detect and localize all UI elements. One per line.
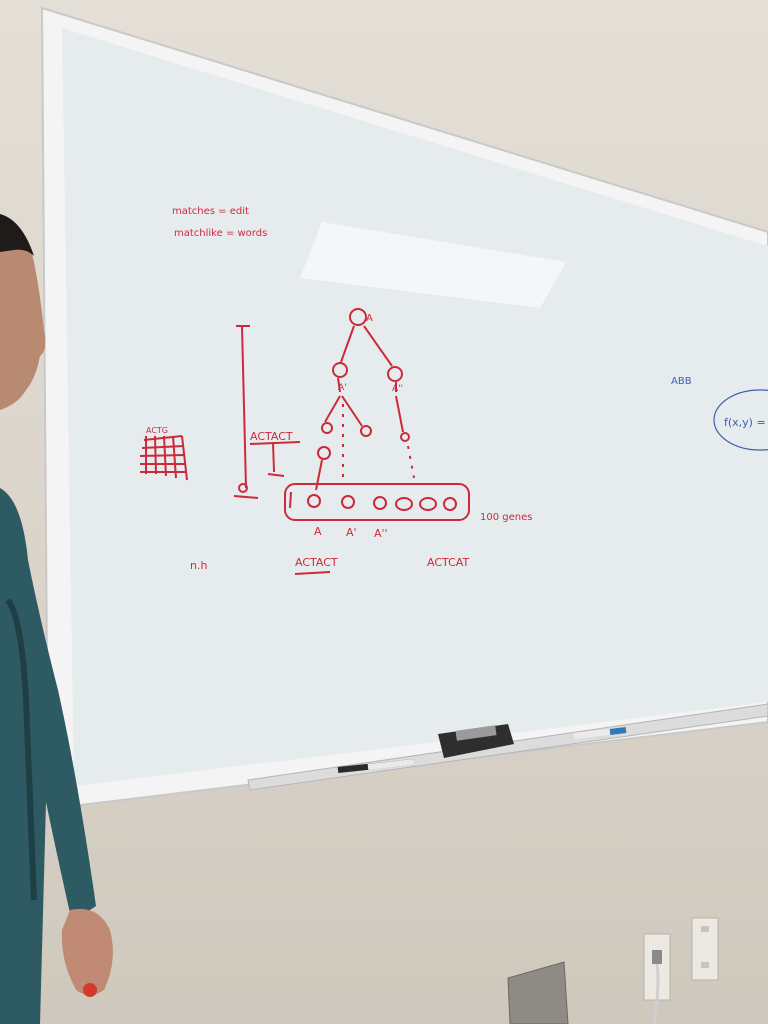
- node-label-a2: A'': [392, 384, 403, 394]
- marker-in-hand: [83, 983, 97, 997]
- corner-label: ACTG: [146, 426, 168, 435]
- row-label-a: A: [314, 525, 322, 538]
- row-label-a2: A'': [374, 527, 388, 540]
- box-label: ACTACT: [250, 430, 293, 443]
- blue-circle: [713, 389, 768, 451]
- blue-scribble: ABB: [671, 376, 692, 387]
- blue-formula: f(x,y) =: [724, 416, 766, 429]
- node-label-a1: A': [338, 383, 347, 393]
- person: [0, 214, 113, 1024]
- note-line-1: matches = edit: [172, 206, 249, 217]
- note-line-2: matchlike = words: [174, 228, 267, 239]
- right-note: 100 genes: [480, 512, 532, 523]
- bottom-mid-note: ACTACT: [295, 556, 338, 569]
- root-label: A: [366, 313, 373, 324]
- light-reflection: [300, 222, 566, 308]
- tree-diagram: [139, 308, 470, 575]
- row-label-a1: A': [346, 526, 357, 539]
- marker-right[interactable]: [573, 727, 627, 739]
- bottom-right-note: ACTCAT: [427, 556, 469, 569]
- wall-switch-plate: [691, 917, 719, 981]
- bottom-left-note: n.h: [190, 559, 207, 572]
- whiteboard-surface: [62, 28, 768, 786]
- marker-left[interactable]: [337, 759, 415, 773]
- floor-vent: [507, 961, 569, 1024]
- eraser[interactable]: [438, 724, 514, 758]
- wall-outlet: [643, 933, 671, 1024]
